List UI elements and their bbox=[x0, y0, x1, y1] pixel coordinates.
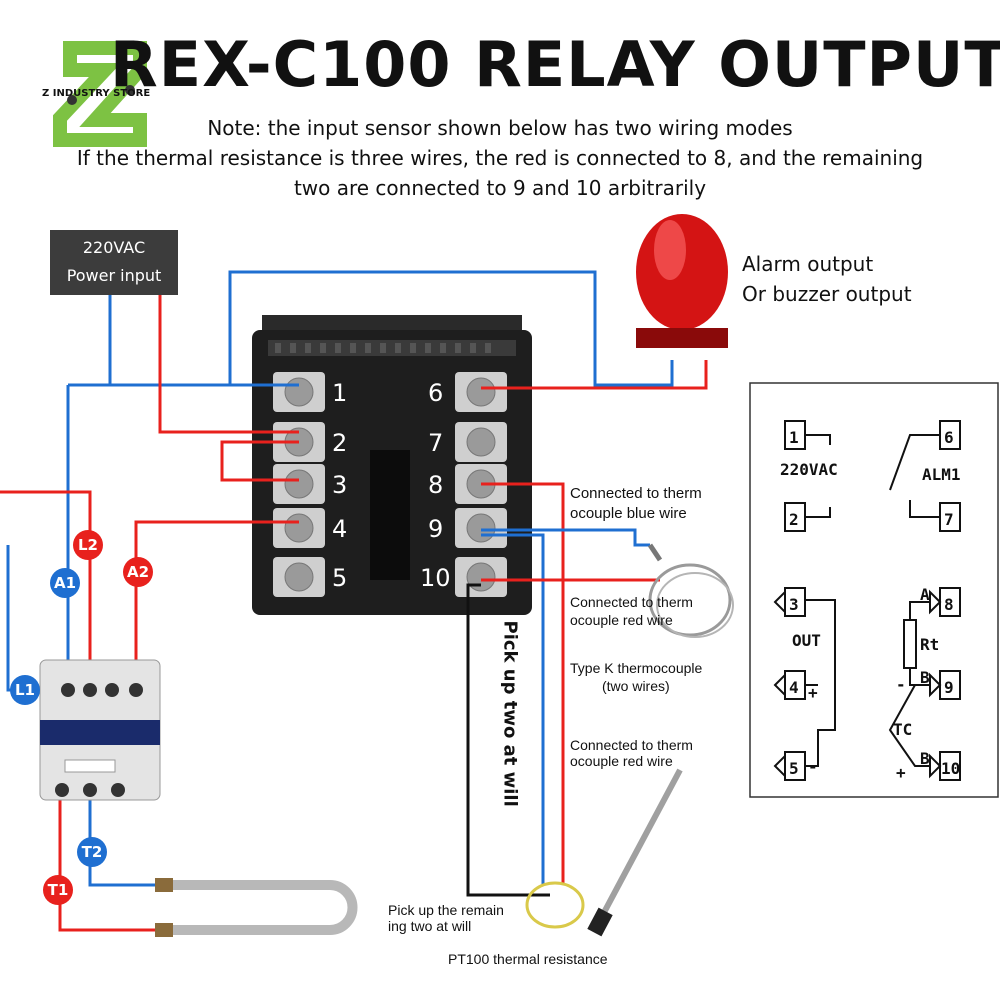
pt100-label: PT100 thermal resistance bbox=[448, 951, 608, 967]
svg-text:A2: A2 bbox=[127, 563, 149, 581]
terminal-10-label: 10 bbox=[420, 564, 451, 592]
terminal-6-label: 6 bbox=[428, 379, 443, 407]
terminal-2-label: 2 bbox=[332, 429, 347, 457]
terminal-4-label: 4 bbox=[332, 515, 347, 543]
sch-t10: 10 bbox=[941, 759, 960, 778]
alarm-label-line1: Alarm output bbox=[742, 252, 874, 276]
pt100-probe-icon bbox=[525, 768, 683, 937]
power-input-box: 220VAC Power input bbox=[50, 230, 178, 295]
sch-b2: B bbox=[920, 749, 930, 768]
terminal-3-label: 3 bbox=[332, 471, 347, 499]
logo-icon bbox=[53, 41, 147, 147]
red-wire-bottom-label-2: ocouple red wire bbox=[570, 753, 673, 769]
power-box-line1: 220VAC bbox=[82, 238, 146, 257]
note-line-2: If the thermal resistance is three wires… bbox=[76, 146, 924, 170]
sch-minus-tc: - bbox=[896, 675, 906, 694]
badge-a2: A2 bbox=[123, 557, 153, 587]
sch-tc: TC bbox=[893, 720, 912, 739]
svg-text:T1: T1 bbox=[48, 881, 69, 899]
sch-rt: Rt bbox=[920, 635, 939, 654]
svg-text:T2: T2 bbox=[82, 843, 103, 861]
terminal-7-label: 7 bbox=[428, 429, 443, 457]
controller-slot bbox=[370, 450, 410, 580]
red-wire-top-label-2: ocouple red wire bbox=[570, 612, 673, 628]
red-wire-top-label-1: Connected to therm bbox=[570, 594, 693, 610]
alarm-light-icon bbox=[636, 214, 728, 348]
svg-text:A1: A1 bbox=[54, 574, 76, 592]
alarm-label-line2: Or buzzer output bbox=[742, 282, 912, 306]
blue-wire-label-2: ocouple blue wire bbox=[570, 505, 687, 522]
sch-out: OUT bbox=[792, 631, 821, 650]
badge-t1: T1 bbox=[43, 875, 73, 905]
sch-plus-tc: + bbox=[896, 763, 906, 782]
sch-a: A bbox=[920, 585, 930, 604]
svg-text:L1: L1 bbox=[15, 681, 35, 699]
badge-a1: A1 bbox=[50, 568, 80, 598]
terminal-5-label: 5 bbox=[332, 564, 347, 592]
terminal-1-label: 1 bbox=[332, 379, 347, 407]
sch-plus4: + bbox=[808, 683, 818, 702]
sch-t4: 4 bbox=[789, 678, 799, 697]
left-terminal-screws bbox=[273, 372, 325, 597]
brand-text: Z INDUSTRY STORE bbox=[42, 88, 151, 99]
sch-b1: B bbox=[920, 668, 930, 687]
sch-t8: 8 bbox=[944, 595, 954, 614]
type-k-label-1: Type K thermocouple bbox=[570, 660, 703, 676]
sch-vac: 220VAC bbox=[780, 460, 838, 479]
badge-t2: T2 bbox=[77, 837, 107, 867]
sch-alm: ALM1 bbox=[922, 465, 961, 484]
terminal-9-label: 9 bbox=[428, 515, 443, 543]
pick-remaining-label-1: Pick up the remain bbox=[388, 902, 504, 918]
sch-t2: 2 bbox=[789, 510, 799, 529]
badge-l2: L2 bbox=[73, 530, 103, 560]
heater-icon bbox=[155, 878, 358, 937]
note-line-1: Note: the input sensor shown below has t… bbox=[207, 116, 793, 140]
sch-t5: 5 bbox=[789, 759, 799, 778]
note-line-3: two are connected to 9 and 10 arbitraril… bbox=[293, 176, 707, 200]
badge-l1: L1 bbox=[10, 675, 40, 705]
page-title: REX-C100 RELAY OUTPUT bbox=[110, 28, 1000, 101]
pick-two-label: Pick up two at will bbox=[499, 620, 521, 807]
sch-t1: 1 bbox=[789, 428, 799, 447]
contactor-icon bbox=[39, 659, 161, 801]
blue-wire-label-1: Connected to therm bbox=[570, 485, 702, 502]
sch-t6: 6 bbox=[944, 428, 954, 447]
red-wire-bottom-label-1: Connected to therm bbox=[570, 737, 693, 753]
thermocouple-icon bbox=[647, 543, 734, 638]
pick-remaining-label-2: ing two at will bbox=[388, 918, 472, 934]
terminal-8-label: 8 bbox=[428, 471, 443, 499]
schematic-box bbox=[749, 382, 999, 798]
power-box-line2: Power input bbox=[66, 266, 162, 285]
sch-t9: 9 bbox=[944, 678, 954, 697]
sch-t3: 3 bbox=[789, 595, 799, 614]
sch-t7: 7 bbox=[944, 510, 954, 529]
sch-minus5: - bbox=[808, 757, 818, 776]
type-k-label-2: (two wires) bbox=[602, 678, 670, 694]
svg-text:L2: L2 bbox=[78, 536, 98, 554]
